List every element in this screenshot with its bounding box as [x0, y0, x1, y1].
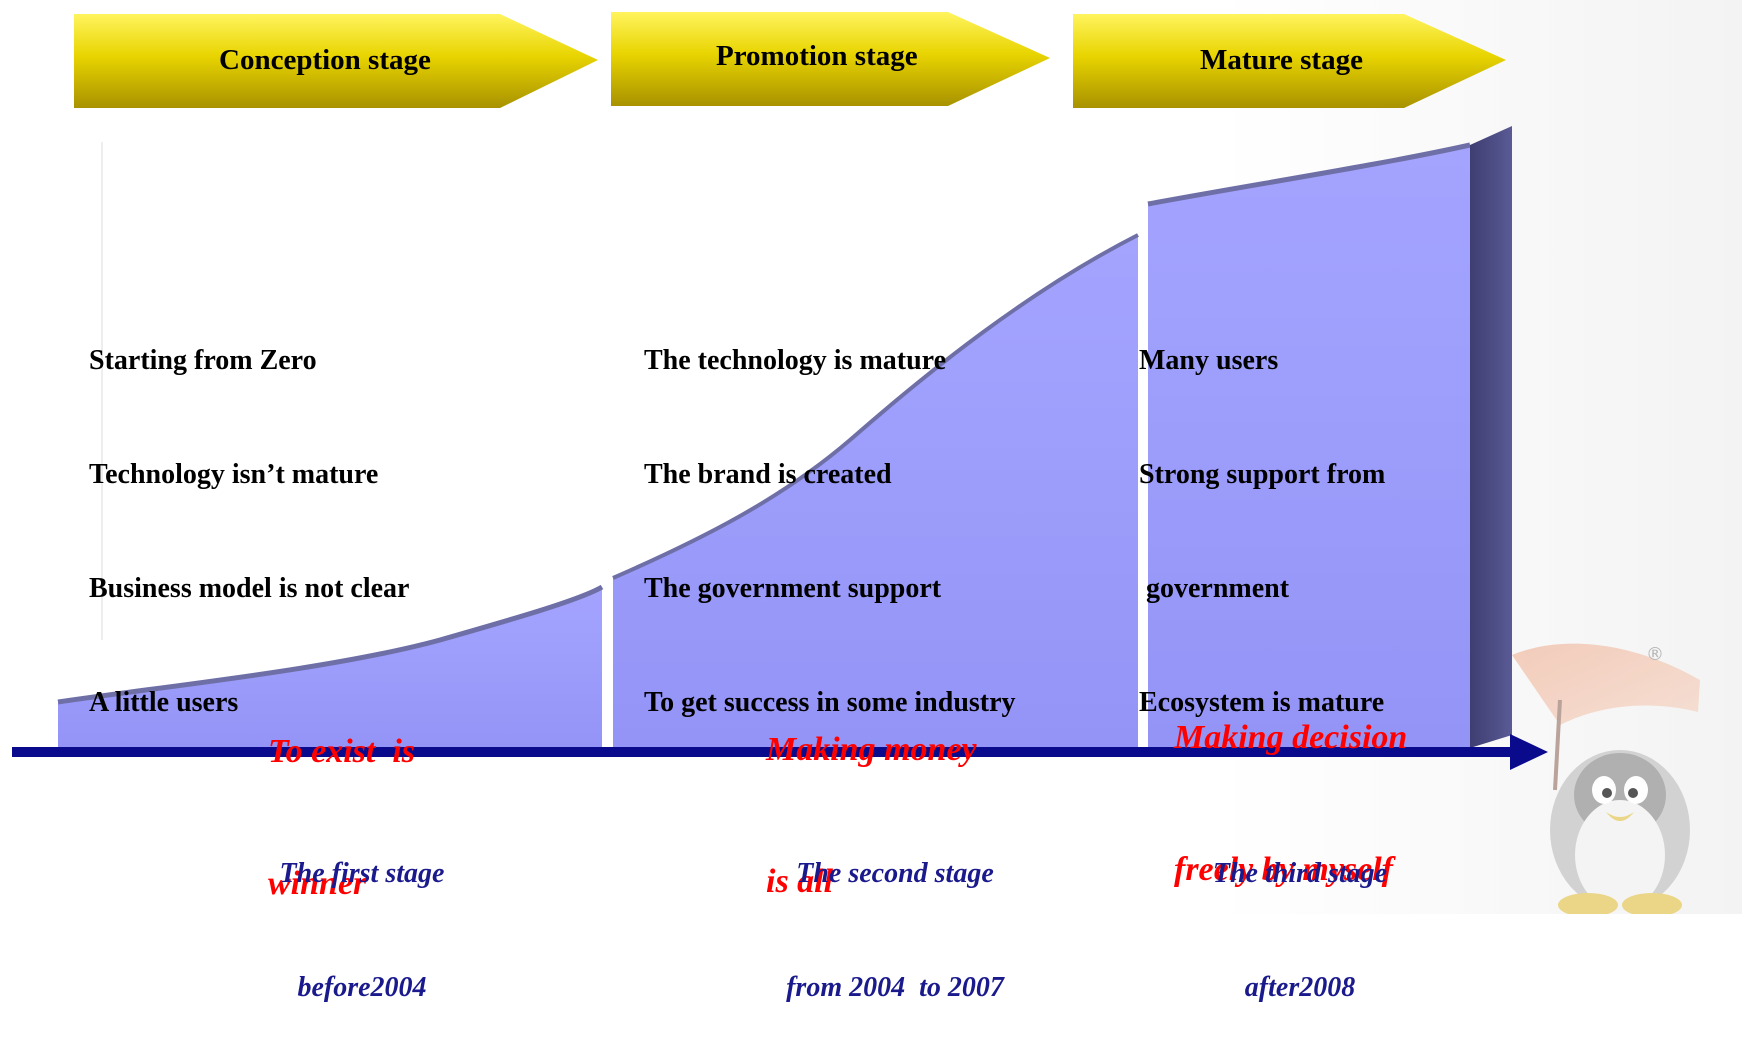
stage-2-description: The technology is mature The brand is cr… — [644, 266, 1016, 760]
motto-line: freely by myself — [1174, 851, 1393, 888]
banner-label-promotion: Promotion stage — [716, 40, 918, 72]
growth-area-stage-1 — [57, 584, 604, 748]
stage-label-line: after2008 — [1244, 972, 1356, 1003]
stage-3-label: The third stage after2008 — [1160, 779, 1440, 1045]
description-line: Strong support from — [1139, 459, 1386, 490]
motto-line: Making money — [766, 731, 977, 768]
motto-line: winner — [268, 865, 367, 902]
stage-label-line: The third stage — [1212, 858, 1388, 889]
banner-arrow-mature — [1073, 14, 1506, 108]
stage-3-motto: Making decision freely by myself — [1174, 628, 1407, 936]
penguin-with-umbrella-icon — [1512, 643, 1700, 914]
description-line: government — [1139, 573, 1290, 604]
banner-label-mature: Mature stage — [1200, 44, 1363, 76]
growth-area-stage-3 — [1147, 126, 1512, 748]
banner-label-conception: Conception stage — [219, 44, 431, 76]
time-axis — [12, 734, 1548, 770]
stage-2-motto: Making money is all — [766, 640, 977, 948]
stage-label-line: The second stage — [796, 858, 994, 889]
description-line: To get success in some industry — [644, 687, 1016, 718]
growth-area-stage-2 — [612, 233, 1139, 748]
stage-1-motto: To exist is winner — [268, 642, 415, 950]
stage-label-line: The first stage — [279, 858, 445, 889]
motto-line: is all — [766, 863, 834, 900]
description-line: Technology isn’t mature — [89, 459, 379, 490]
description-line: Ecosystem is mature — [1139, 687, 1385, 718]
description-line: The brand is created — [644, 459, 892, 490]
description-line: A little users — [89, 687, 239, 718]
banner-arrow-conception — [74, 14, 598, 108]
stage-2-label: The second stage from 2004 to 2007 — [735, 779, 1055, 1045]
diagram-canvas — [12, 12, 1700, 914]
description-line: The technology is mature — [644, 345, 947, 376]
stage-3-description: Many users Strong support from governmen… — [1139, 266, 1385, 760]
stage-label-line: before2004 — [297, 972, 427, 1003]
stage-label-line: from 2004 to 2007 — [786, 972, 1004, 1003]
description-line: Business model is not clear — [89, 573, 410, 604]
description-line: Starting from Zero — [89, 345, 317, 376]
banner-arrow-promotion — [611, 12, 1050, 106]
registered-mark: ® — [1646, 644, 1664, 665]
description-line: Many users — [1139, 345, 1279, 376]
description-line: The government support — [644, 573, 942, 604]
stage-1-label: The first stage before2004 — [222, 779, 502, 1045]
motto-line: To exist is — [268, 733, 416, 770]
stage-1-description: Starting from Zero Technology isn’t matu… — [89, 266, 409, 760]
motto-line: Making decision — [1174, 719, 1408, 756]
